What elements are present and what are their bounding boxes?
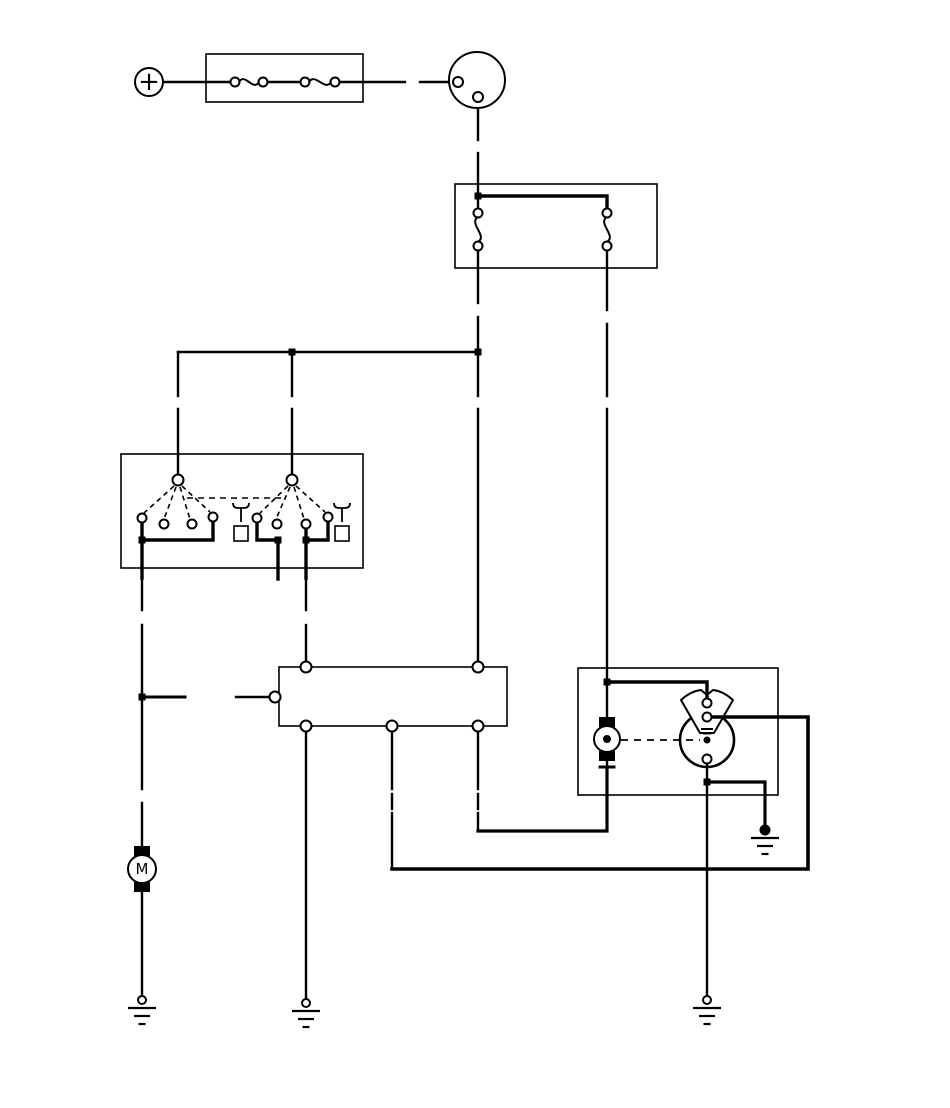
- ground-left-terminal: [137, 995, 147, 1005]
- ground-mid-terminal: [301, 998, 311, 1008]
- terminal: [601, 207, 613, 219]
- wire-loop-path: [390, 715, 810, 871]
- ignition-switch: [448, 51, 506, 109]
- junction-dot: [474, 192, 482, 200]
- terminal: [472, 240, 484, 252]
- wire-subfuse-bridge: [476, 194, 609, 211]
- ground-starter-dot: [759, 824, 771, 836]
- terminal: [385, 719, 399, 733]
- ground-right-terminal: [702, 995, 712, 1005]
- armature-motor-center-dot: [603, 735, 611, 743]
- wire-fan-right-3: [293, 486, 305, 520]
- control-unit-box: [278, 666, 508, 727]
- terminal: [322, 511, 334, 523]
- fuse-4: [603, 216, 611, 243]
- wire-fan-left-4: [181, 485, 211, 513]
- wire-starter-bridge: [605, 680, 709, 701]
- diagram-labels: + M: [136, 67, 160, 878]
- wire-ground-branch: [705, 780, 767, 829]
- t-contact-symbol: [333, 502, 351, 509]
- junction-dot: [274, 536, 282, 544]
- starter-motor-brush: [134, 846, 150, 856]
- battery-positive-terminal: [134, 67, 164, 97]
- junction-dot: [703, 778, 711, 786]
- terminal: [452, 76, 464, 88]
- t-contact-square: [334, 525, 350, 542]
- terminal: [299, 76, 311, 88]
- terminal: [268, 690, 282, 704]
- wire-armature-return: [476, 766, 609, 833]
- wire-switch-bridge-mid: [255, 520, 280, 542]
- wires-over: [390, 680, 810, 1001]
- wire-fan-left-3: [179, 486, 191, 520]
- terminal: [471, 719, 485, 733]
- diagram-graphics: [120, 51, 810, 1029]
- motor-label: M: [136, 860, 149, 878]
- terminal: [186, 518, 198, 530]
- fuse-3: [474, 216, 482, 243]
- wire-fan-left-1: [143, 485, 175, 514]
- terminal: [601, 240, 613, 252]
- junction-dot: [288, 348, 296, 356]
- junction-dot: [138, 693, 146, 701]
- main-fuse-box: [205, 53, 364, 103]
- wire-fan-left-2: [163, 486, 177, 520]
- starter-assembly-box: [577, 667, 779, 796]
- terminal: [158, 518, 170, 530]
- terminal: [299, 719, 313, 733]
- terminal: [136, 512, 148, 524]
- component-shapes: [120, 51, 779, 892]
- starter-motor: [127, 854, 157, 884]
- wire-fan-right-4: [295, 485, 326, 513]
- starter-motor-brush: [134, 882, 150, 892]
- wire-switch-bridge-right: [304, 519, 330, 542]
- terminal: [472, 207, 484, 219]
- armature-motor-brush: [599, 717, 615, 727]
- wire-switch-bridge-left: [140, 519, 215, 542]
- combination-switch-box: [120, 453, 364, 569]
- terminal: [701, 753, 713, 765]
- terminal: [285, 473, 299, 487]
- terminal: [207, 511, 219, 523]
- terminal: [299, 660, 313, 674]
- terminal: [251, 512, 263, 524]
- fuse-1: [238, 78, 260, 86]
- fuse-2: [308, 78, 332, 86]
- terminal: [300, 518, 312, 530]
- armature-motor-brush: [599, 751, 615, 761]
- junction-dot: [138, 536, 146, 544]
- terminal: [472, 91, 484, 103]
- rotary-pivot-dot: [703, 736, 711, 744]
- terminal: [701, 711, 713, 723]
- t-contact-square: [233, 525, 249, 542]
- terminal: [329, 76, 341, 88]
- terminal: [257, 76, 269, 88]
- t-contact-symbol: [232, 502, 250, 509]
- terminal: [171, 473, 185, 487]
- terminal: [229, 76, 241, 88]
- junction-dot: [474, 348, 482, 356]
- junction-dot: [603, 678, 611, 686]
- battery-positive-label: +: [138, 67, 160, 97]
- junction-dot: [302, 536, 310, 544]
- wire-fan-right-1: [259, 485, 289, 514]
- wires-under: [140, 80, 616, 1001]
- sub-fuse-box: [454, 183, 658, 269]
- terminal: [271, 518, 283, 530]
- nodes: [128, 76, 779, 1029]
- terminal: [471, 660, 485, 674]
- wire-fan-right-2: [275, 486, 291, 520]
- terminal: [701, 697, 713, 709]
